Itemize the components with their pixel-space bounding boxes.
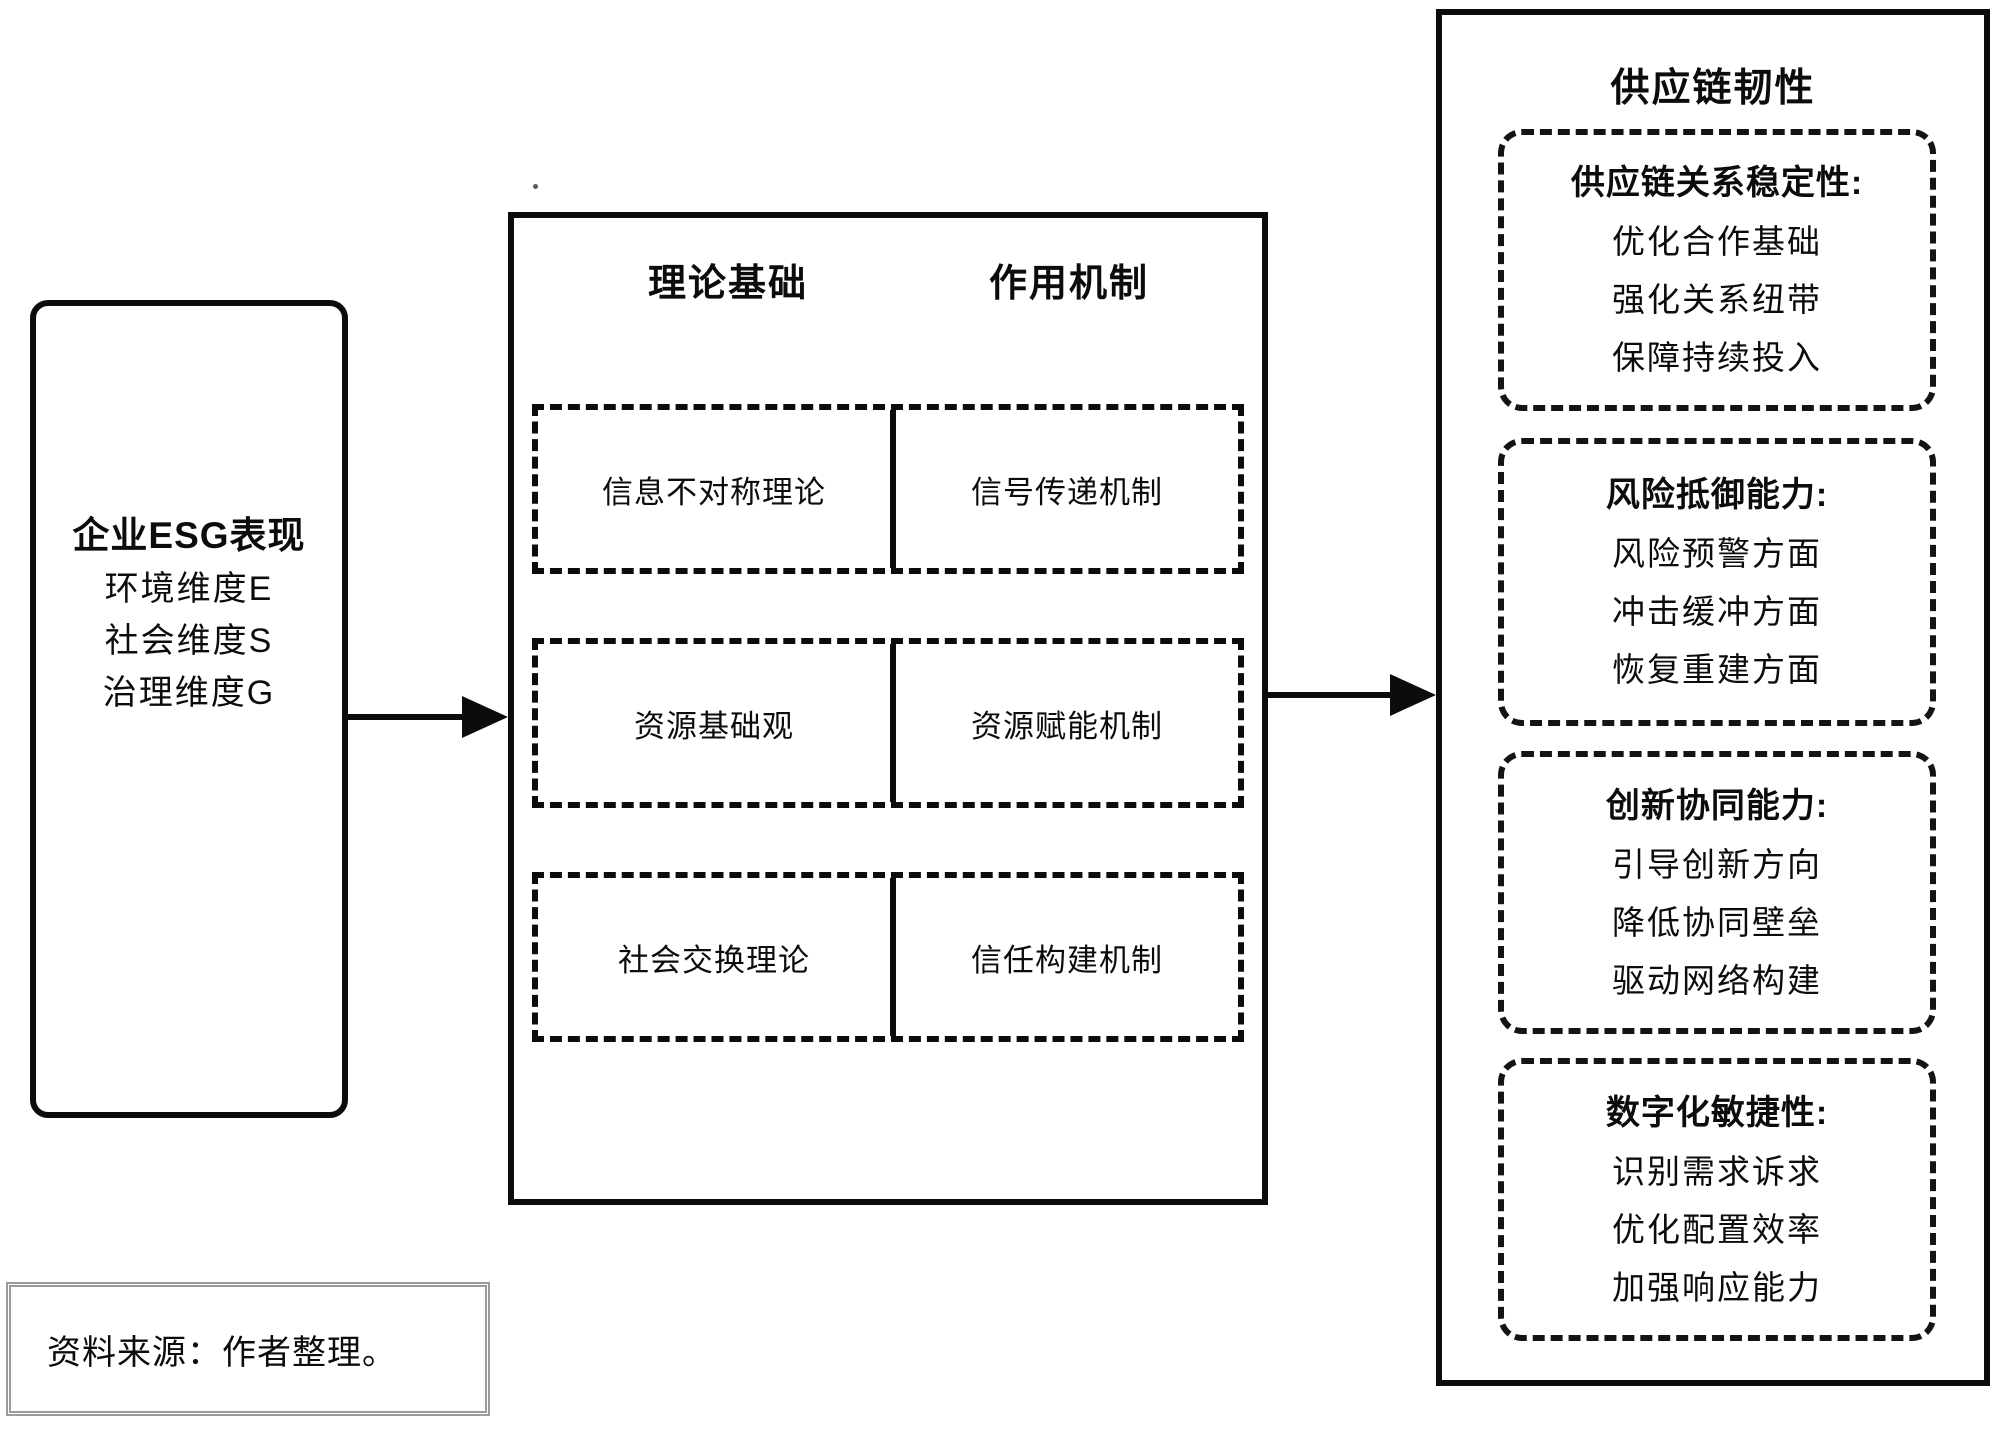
group-heading: 供应链关系稳定性: <box>1570 164 1864 202</box>
mechanism-cell-trust-building: 信任构建机制 <box>890 878 1238 1036</box>
column-header-theory-basis: 理论基础 <box>647 263 809 305</box>
esg-dimension-environment: 环境维度E <box>104 570 274 608</box>
group-item: 优化配置效率 <box>1612 1210 1822 1248</box>
resilience-title: 供应链韧性 <box>1610 67 1816 110</box>
group-item: 强化关系纽带 <box>1612 281 1822 318</box>
resilience-panel: 供应链韧性 供应链关系稳定性: 优化合作基础 强化关系纽带 保障持续投入 风险抵… <box>1436 9 1990 1386</box>
table-row: 资源基础观 资源赋能机制 <box>532 638 1244 808</box>
table-row: 社会交换理论 信任构建机制 <box>532 872 1244 1042</box>
arrow-head-icon <box>462 696 508 738</box>
mechanism-cell-resource-empowerment: 资源赋能机制 <box>890 644 1238 802</box>
table-row: 信息不对称理论 信号传递机制 <box>532 404 1244 574</box>
artifact-dot <box>533 184 538 189</box>
arrow-shaft <box>1268 692 1390 698</box>
source-note-text: 资料来源：作者整理。 <box>47 1333 397 1372</box>
group-item: 识别需求诉求 <box>1612 1152 1822 1190</box>
group-heading: 风险抵御能力: <box>1605 476 1829 514</box>
mechanism-cell-signal-transmission: 信号传递机制 <box>890 410 1238 568</box>
arrow-head-icon <box>1390 674 1436 716</box>
group-item: 优化合作基础 <box>1612 223 1822 260</box>
source-note-box: 资料来源：作者整理。 <box>6 1282 490 1416</box>
group-item: 冲击缓冲方面 <box>1612 593 1822 630</box>
group-item: 恢复重建方面 <box>1612 651 1822 688</box>
group-item: 驱动网络构建 <box>1612 961 1822 999</box>
group-item: 引导创新方向 <box>1612 845 1822 883</box>
innovation-synergy-box: 创新协同能力: 引导创新方向 降低协同壁垒 驱动网络构建 <box>1498 751 1936 1034</box>
esg-performance-box: 企业ESG表现 环境维度E 社会维度S 治理维度G <box>30 300 348 1118</box>
risk-resistance-box: 风险抵御能力: 风险预警方面 冲击缓冲方面 恢复重建方面 <box>1498 438 1936 726</box>
group-item: 保障持续投入 <box>1612 339 1822 376</box>
group-item: 风险预警方面 <box>1612 535 1822 572</box>
theory-cell-social-exchange: 社会交换理论 <box>618 942 810 978</box>
group-heading: 创新协同能力: <box>1605 786 1829 825</box>
theory-cell-resource-based-view: 资源基础观 <box>634 708 794 744</box>
arrow-shaft <box>348 714 462 720</box>
group-item: 加强响应能力 <box>1612 1268 1822 1306</box>
arrow-theory-to-resilience <box>1268 674 1436 716</box>
group-heading: 数字化敏捷性: <box>1605 1093 1829 1132</box>
relationship-stability-box: 供应链关系稳定性: 优化合作基础 强化关系纽带 保障持续投入 <box>1498 129 1936 411</box>
esg-title: 企业ESG表现 <box>72 515 306 556</box>
esg-dimension-social: 社会维度S <box>104 622 274 660</box>
theory-mechanism-panel: 理论基础 作用机制 信息不对称理论 信号传递机制 资源基础观 资源赋能机制 社会… <box>508 212 1268 1205</box>
arrow-esg-to-theory <box>348 696 508 738</box>
digital-agility-box: 数字化敏捷性: 识别需求诉求 优化配置效率 加强响应能力 <box>1498 1058 1936 1341</box>
column-header-mechanism: 作用机制 <box>988 263 1150 305</box>
esg-text-block: 企业ESG表现 环境维度E 社会维度S 治理维度G <box>36 509 342 719</box>
theory-cell-information-asymmetry: 信息不对称理论 <box>602 474 826 510</box>
group-item: 降低协同壁垒 <box>1612 903 1822 941</box>
esg-dimension-governance: 治理维度G <box>102 674 276 712</box>
